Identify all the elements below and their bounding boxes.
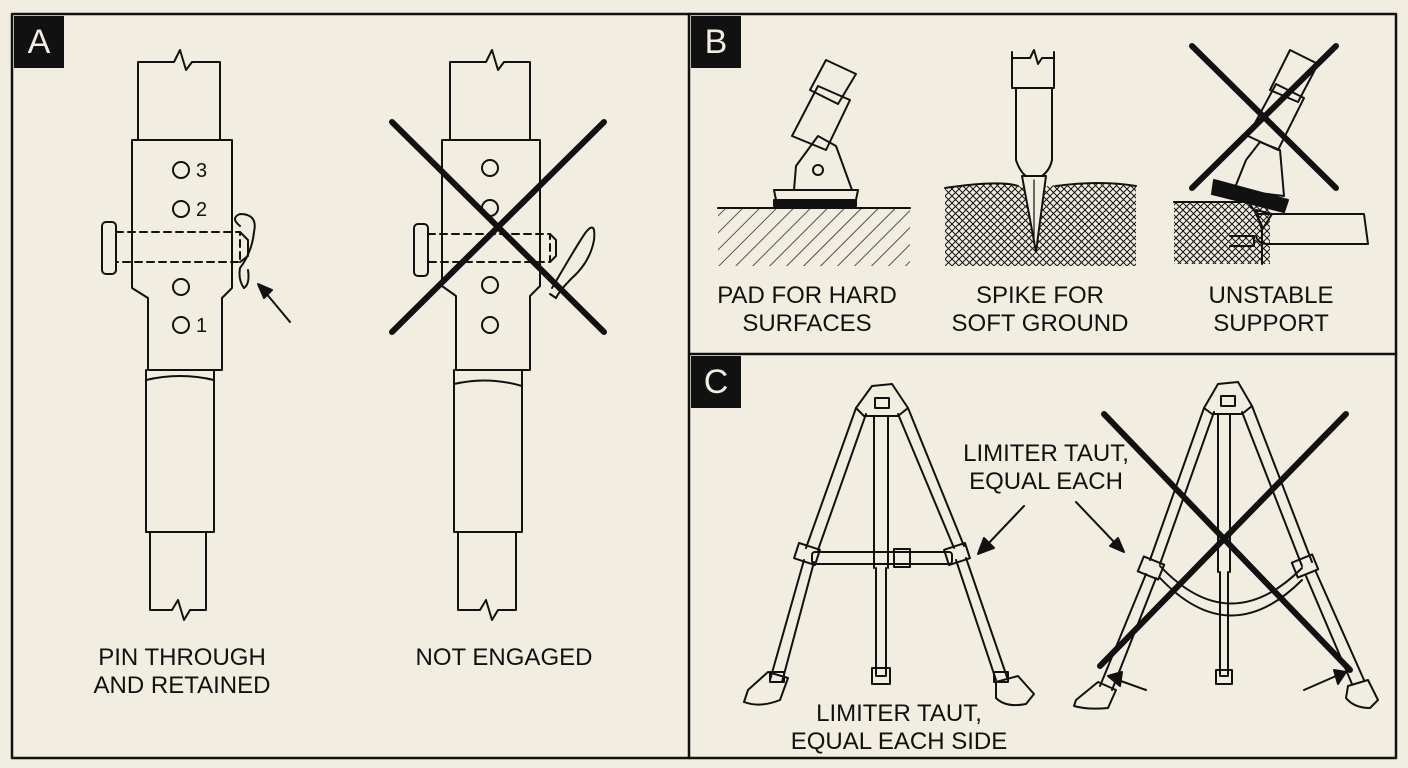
caption-unstable-support: UNSTABLE SUPPORT — [1166, 282, 1376, 338]
caption-spike-soft-ground: SPIKE FOR SOFT GROUND — [935, 282, 1145, 338]
caption-line: LIMITER TAUT, — [963, 440, 1129, 467]
caption-limiter-taut-upper: LIMITER TAUT, EQUAL EACH — [946, 440, 1146, 496]
incorrect-cross-b — [1189, 43, 1339, 191]
caption-line: AND RETAINED — [93, 672, 271, 699]
caption-line: SOFT GROUND — [951, 310, 1129, 337]
caption-limiter-taut-lower: LIMITER TAUT, EQUAL EACH SIDE — [784, 700, 1014, 756]
caption-line: SUPPORT — [1213, 310, 1329, 337]
hole-number-1: 1 — [196, 315, 208, 337]
foot-spike-soft-ground — [944, 49, 1137, 266]
panel-c-label: C — [691, 356, 741, 408]
caption-line: PAD FOR HARD — [717, 282, 897, 309]
caption-line: SPIKE FOR — [975, 282, 1105, 309]
hole-number-3: 3 — [196, 160, 208, 182]
caption-line: LIMITER TAUT, — [816, 700, 982, 727]
panel-a-label: A — [14, 16, 64, 68]
caption-line: UNSTABLE — [1208, 282, 1334, 309]
incorrect-cross-c — [1097, 411, 1353, 673]
caption-line: NOT ENGAGED — [415, 644, 593, 671]
caption-line: PIN THROUGH — [98, 644, 266, 671]
caption-pad-hard-surfaces: PAD FOR HARD SURFACES — [702, 282, 912, 338]
caption-pin-through: PIN THROUGH AND RETAINED — [62, 644, 302, 700]
hole-number-2: 2 — [196, 199, 208, 221]
caption-line: EQUAL EACH SIDE — [790, 728, 1008, 755]
caption-not-engaged: NOT ENGAGED — [384, 644, 624, 672]
caption-line: EQUAL EACH — [969, 468, 1123, 495]
tripod-correct — [743, 383, 1035, 707]
caption-line: SURFACES — [742, 310, 872, 337]
panel-b-label: B — [691, 16, 741, 68]
leg-not-engaged-incorrect — [413, 49, 596, 621]
foot-pad-hard-surface — [717, 59, 911, 266]
leg-pinned-correct — [101, 49, 291, 621]
foot-unstable-support — [1173, 49, 1369, 265]
incorrect-cross-a — [389, 119, 607, 335]
panel-frames — [10, 12, 1398, 760]
